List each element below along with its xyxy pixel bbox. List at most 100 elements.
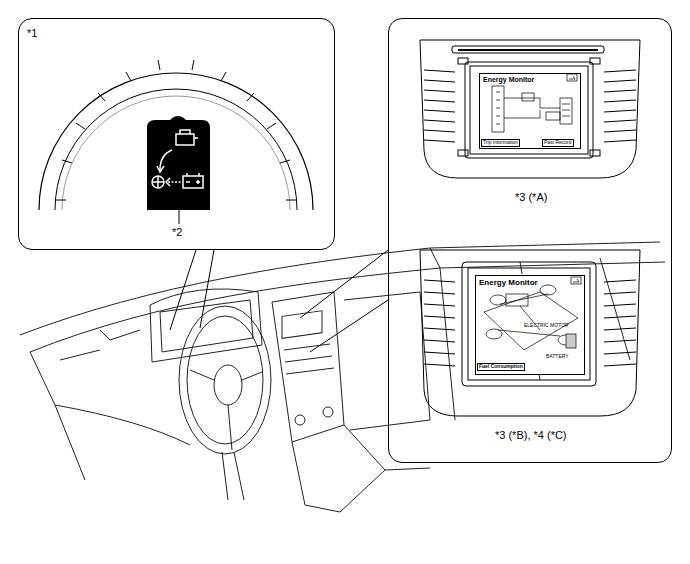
- screen-text: Energy Monitor: [479, 278, 538, 287]
- callout-panel: *3 (*A)*3 (*B), *4 (*C)Energy MonitorTri…: [388, 18, 672, 463]
- audio-bezel-drawing: [590, 58, 600, 64]
- speedometer-drawing: [76, 123, 85, 129]
- dashboard-drawing: [284, 344, 334, 374]
- dashboard-drawing: [272, 292, 344, 442]
- multi-information-display: [180, 130, 198, 138]
- audio-bezel-drawing: [468, 268, 590, 380]
- multi-information-display: [152, 130, 203, 188]
- dashboard-drawing: [430, 248, 440, 268]
- audio-bezel-drawing: [420, 40, 640, 178]
- dashboard-drawing: [60, 330, 140, 360]
- audio-bezel-drawing: [604, 280, 636, 366]
- energy-monitor-screen: [498, 294, 560, 336]
- speedometer-drawing: [221, 72, 226, 81]
- dashboard-drawing: [344, 292, 430, 430]
- energy-monitor-screen: [522, 93, 534, 101]
- energy-monitor-screen: [484, 292, 578, 350]
- audio-bezel-drawing: [420, 250, 640, 416]
- audio-bezel-drawing: [458, 58, 468, 64]
- display-screen: Energy MonitorTrip Information Past Recor…: [479, 73, 581, 149]
- energy-monitor-screen: [506, 294, 528, 306]
- display-screen: Energy MonitorELECTRIC MOTORBATTERYFuel …: [475, 275, 585, 375]
- energy-monitor-screen: [562, 104, 570, 116]
- energy-monitor-screen: [474, 274, 584, 374]
- leader-line: [200, 250, 214, 328]
- audio-bezel-drawing: [465, 62, 593, 158]
- energy-monitor-screen: [474, 274, 584, 374]
- audio-bezel-drawing: [452, 46, 604, 53]
- screen-text: Past Record: [542, 139, 574, 147]
- audio-bezel-drawing: [458, 49, 598, 51]
- audio-bezel-drawing: [420, 250, 640, 416]
- dashboard-drawing: [187, 316, 263, 444]
- energy-monitor-screen: [492, 86, 504, 132]
- leader-line: [170, 250, 388, 352]
- dashboard-drawing: [179, 306, 271, 454]
- callout-number: *2: [172, 226, 182, 239]
- audio-bezel-drawing: [420, 40, 640, 178]
- speedometer-drawing: [98, 93, 105, 101]
- screen-text: *3 (*A): [515, 191, 547, 204]
- dashboard-drawing: [282, 311, 322, 339]
- screen-text: ELECTRIC MOTOR: [524, 323, 569, 329]
- screen-text: BATTERY: [546, 354, 569, 360]
- dashboard-drawing: [222, 452, 244, 500]
- multi-information-display: [157, 150, 172, 172]
- leader-line: [170, 250, 196, 330]
- screen-text: *1: [27, 27, 37, 40]
- energy-monitor-screen: [571, 277, 581, 284]
- leader-line: [310, 300, 388, 352]
- multi-information-display: [147, 116, 210, 210]
- audio-bezel-drawing: [604, 70, 636, 142]
- energy-monitor-screen: [566, 334, 576, 348]
- speedometer-drawing: [56, 200, 66, 201]
- energy-monitor-screen: [567, 74, 577, 81]
- multi-information-display: [168, 181, 181, 183]
- energy-monitor-screen: [569, 76, 575, 79]
- speedometer-drawing: [247, 93, 254, 101]
- callout-panel: *1: [18, 18, 335, 250]
- audio-bezel-drawing: [424, 280, 455, 366]
- audio-bezel-drawing: [590, 150, 600, 156]
- multi-information-display: [166, 178, 170, 186]
- multi-information-display: [152, 176, 164, 188]
- dashboard-drawing: [440, 258, 630, 420]
- dashboard-drawing: [190, 370, 262, 450]
- multi-information-display: [179, 210, 180, 224]
- speedometer-drawing: [267, 123, 276, 129]
- speedometer-drawing: [158, 60, 160, 70]
- speedometer-drawing: [280, 160, 290, 163]
- speedometer-drawing: [126, 72, 131, 81]
- dashboard-drawing: [295, 415, 305, 425]
- speedometer-drawing: [286, 200, 296, 201]
- dashboard-drawing: [323, 407, 333, 417]
- energy-monitor-screen: [546, 112, 560, 120]
- screen-text: Trip Information: [481, 139, 520, 147]
- speedometer-drawing: [39, 73, 313, 210]
- multi-information-display: [147, 116, 210, 224]
- dashboard-drawing: [305, 470, 385, 512]
- energy-monitor-screen: [496, 92, 500, 124]
- energy-monitor-screen: [478, 72, 580, 148]
- audio-bezel-drawing: [458, 150, 468, 156]
- screen-text: *3 (*B), *4 (*C): [495, 429, 567, 442]
- energy-monitor-screen: [478, 72, 580, 148]
- dashboard-drawing: [20, 242, 665, 512]
- multi-information-display: [152, 176, 164, 188]
- speedometer-drawing: [62, 96, 290, 210]
- speedometer-drawing: [192, 60, 194, 70]
- energy-monitor-screen: [573, 279, 579, 282]
- energy-monitor-screen: [560, 98, 572, 124]
- speedometer-drawing: [62, 160, 72, 163]
- dashboard-drawing: [214, 365, 242, 405]
- speedometer-drawing: [39, 60, 313, 210]
- energy-monitor-screen: [540, 285, 556, 295]
- speedometer-drawing: [55, 89, 297, 210]
- audio-bezel-drawing: [470, 66, 588, 154]
- audio-bezel-drawing: [424, 70, 455, 142]
- dashboard-drawing: [55, 405, 190, 445]
- dashboard-drawing: [30, 352, 85, 480]
- screen-text: Energy Monitor: [483, 76, 534, 84]
- multi-information-display: [186, 173, 200, 184]
